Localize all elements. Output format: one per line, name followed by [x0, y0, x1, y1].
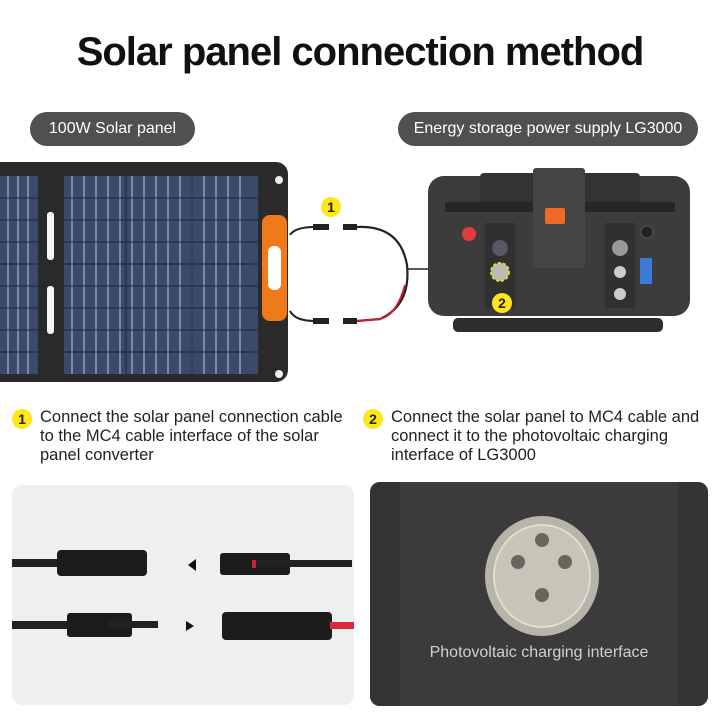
- pv-interface-caption: Photovoltaic charging interface: [429, 644, 649, 661]
- step-2-text: Connect the solar panel to MC4 cable and…: [391, 408, 700, 464]
- step-2-number: 2: [363, 409, 383, 429]
- lg3000-image: [428, 168, 690, 332]
- pv-interface-card: Photovoltaic charging interface: [370, 482, 708, 706]
- step-1-number: 1: [12, 409, 32, 429]
- step-marker-2: 2: [492, 293, 512, 313]
- solar-panel-image: [0, 162, 288, 382]
- solar-panel-label: 100W Solar panel: [30, 112, 195, 146]
- mc4-connectors-image: [12, 550, 354, 640]
- mc4-connectors-card: [12, 485, 354, 705]
- step-1: 1 Connect the solar panel connection cab…: [12, 408, 360, 465]
- step-1-text: Connect the solar panel connection cable…: [40, 408, 343, 464]
- power-supply-label: Energy storage power supply LG3000: [398, 112, 698, 146]
- step-marker-1: 1: [321, 197, 341, 217]
- page-title: Solar panel connection method: [76, 30, 645, 74]
- step-2: 2 Connect the solar panel to MC4 cable a…: [363, 408, 716, 465]
- pv-port-image: [370, 482, 708, 706]
